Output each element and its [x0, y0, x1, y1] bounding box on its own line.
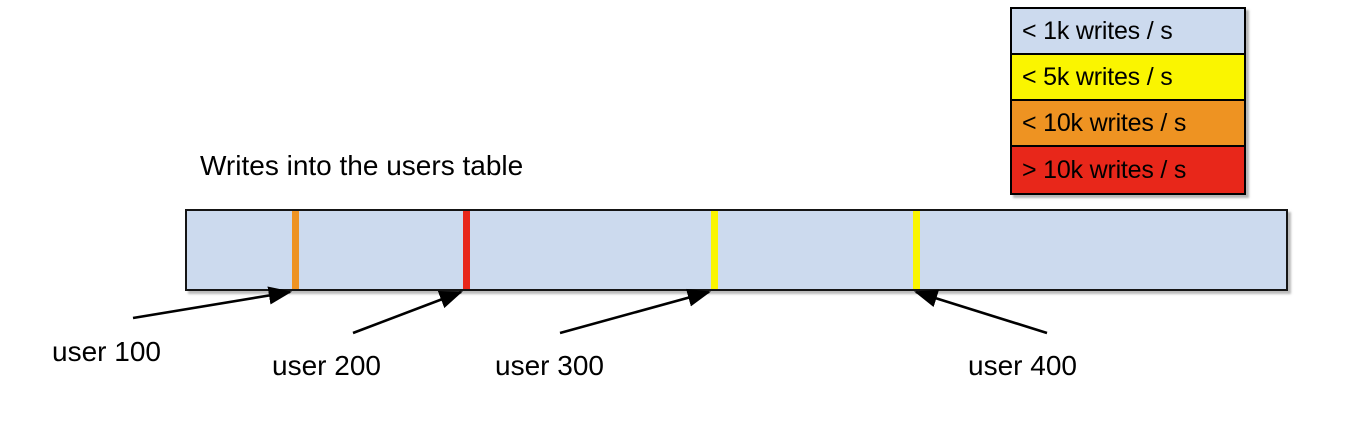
legend-item-label: < 1k writes / s: [1022, 16, 1173, 45]
annotation-arrow: [914, 289, 1048, 335]
legend-item-gt-10k: > 10k writes / s: [1012, 147, 1244, 193]
annotation-label-user-400: user 400: [968, 350, 1077, 381]
user-400-stripe: [913, 211, 920, 289]
legend-item-label: < 5k writes / s: [1022, 62, 1173, 91]
annotation-arrow: [132, 286, 293, 320]
user-300-stripe: [711, 211, 718, 289]
annotation-arrow: [352, 290, 463, 335]
user-200-stripe: [463, 211, 470, 289]
legend-item-label: < 10k writes / s: [1022, 108, 1187, 137]
legend-item-lt-5k: < 5k writes / s: [1012, 55, 1244, 101]
annotation-arrow: [559, 288, 712, 335]
annotation-label-user-300: user 300: [495, 350, 604, 381]
legend-item-label: > 10k writes / s: [1022, 155, 1187, 184]
annotation-label-user-200: user 200: [272, 350, 381, 381]
user-100-stripe: [292, 211, 299, 289]
write-rate-legend: < 1k writes / s < 5k writes / s < 10k wr…: [1010, 7, 1246, 195]
chart-title: Writes into the users table: [200, 150, 524, 181]
annotation-label-user-100: user 100: [52, 336, 161, 367]
users-table-bar: [185, 209, 1288, 291]
legend-item-lt-10k: < 10k writes / s: [1012, 101, 1244, 147]
legend-item-lt-1k: < 1k writes / s: [1012, 9, 1244, 55]
